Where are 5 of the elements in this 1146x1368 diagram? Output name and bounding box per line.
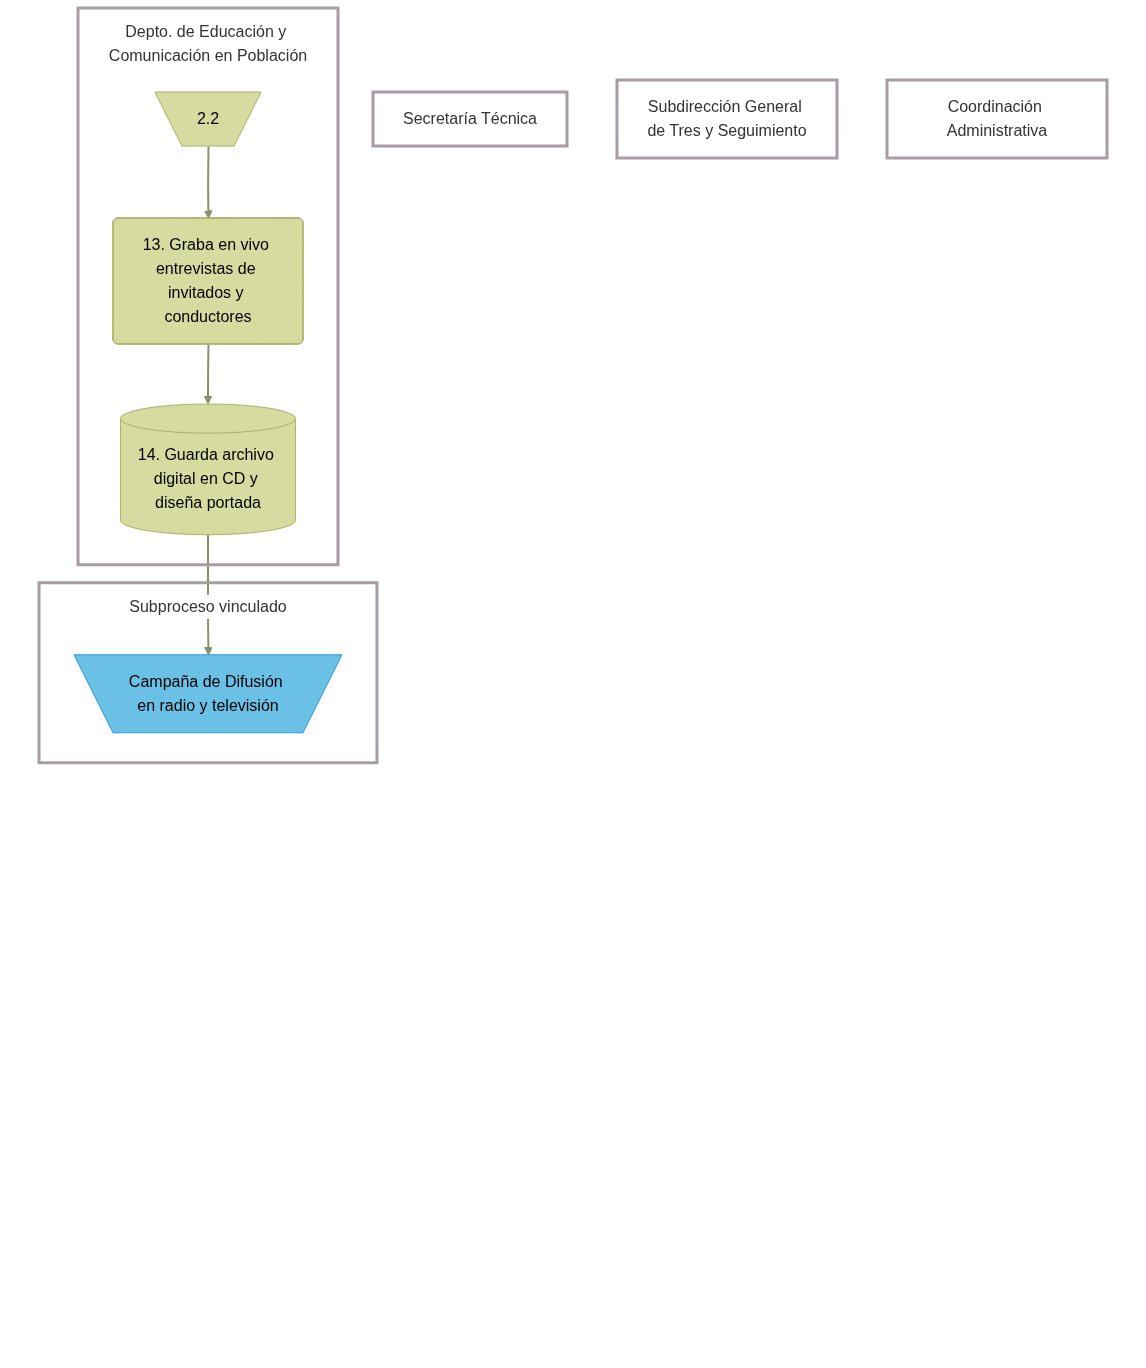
node-box: Coordinación Administrativa (885, 78, 1109, 160)
arrow (203, 145, 213, 219)
node-box: Secretaría Técnica (371, 90, 569, 148)
arrow (203, 343, 213, 405)
node-box: Subdirección General de Tres y Seguimiento (615, 78, 839, 160)
